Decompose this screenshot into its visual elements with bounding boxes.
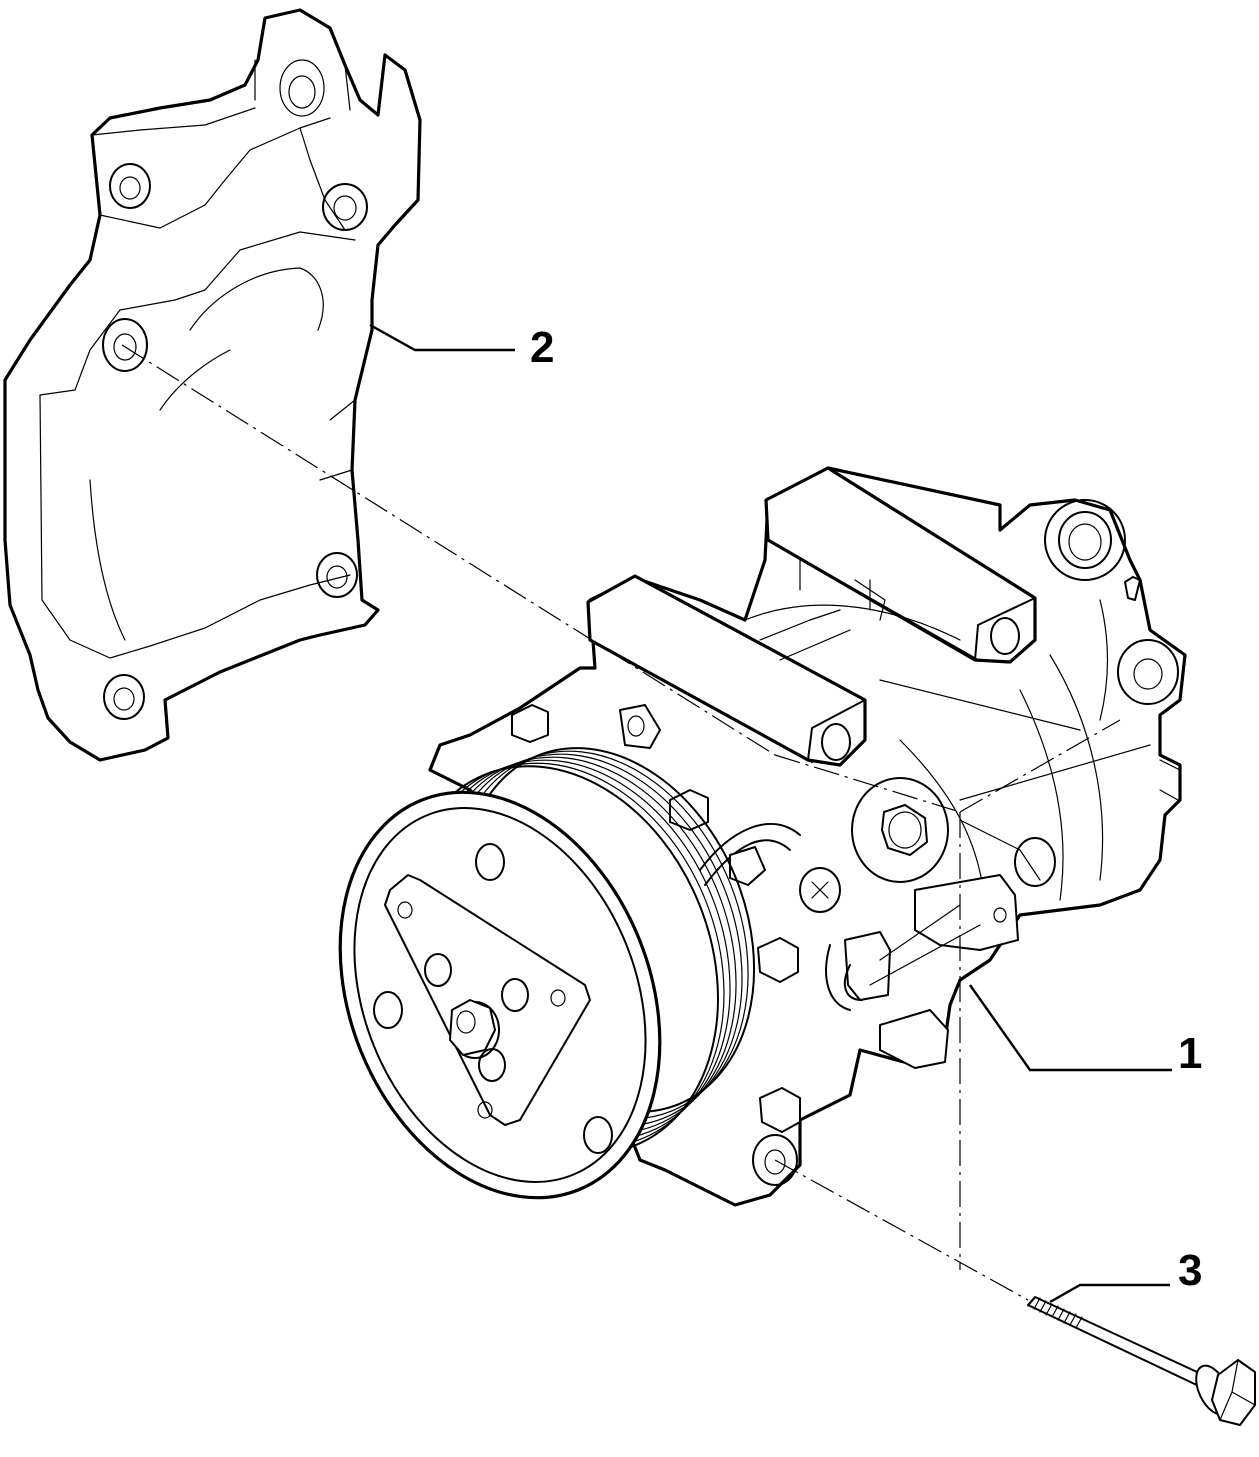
callout-label-3: 3 xyxy=(1178,1246,1202,1295)
mounting-bolt xyxy=(1027,1296,1256,1426)
callout-label-1: 1 xyxy=(1178,1029,1202,1078)
mounting-bracket xyxy=(3,8,422,762)
callout-label-2: 2 xyxy=(530,323,554,372)
callout-3: 3 xyxy=(1049,1246,1202,1304)
assembly-axis-lines xyxy=(121,344,1121,1301)
callout-2: 2 xyxy=(369,323,554,372)
ac-compressor xyxy=(338,466,1187,1207)
leader-line-3 xyxy=(1049,1283,1170,1304)
leader-line-2 xyxy=(369,323,515,352)
callout-1: 1 xyxy=(969,984,1202,1078)
leader-line-1 xyxy=(969,984,1172,1072)
